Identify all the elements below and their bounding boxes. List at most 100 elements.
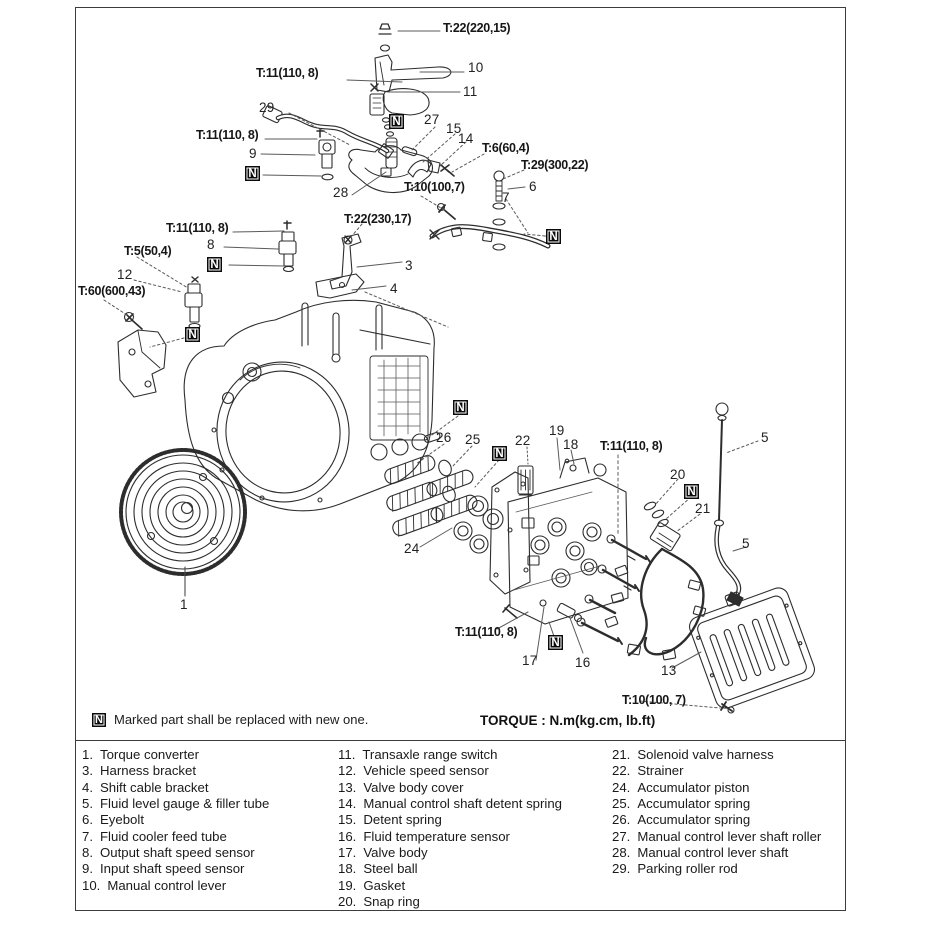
part-name: Accumulator spring <box>637 812 751 828</box>
parts-list-item: 18.Steel ball <box>338 861 562 877</box>
fluid-level-gauge-drawing <box>713 402 744 607</box>
part-name: Parking roller rod <box>637 861 738 877</box>
vehicle-speed-sensor-drawing <box>184 276 203 330</box>
legend-note: Marked part shall be replaced with new o… <box>114 712 369 727</box>
part-number-label: 10 <box>468 60 484 75</box>
part-number: 16. <box>338 828 357 844</box>
leader-lines <box>103 30 759 709</box>
parts-list-item: 10.Manual control lever <box>82 878 269 894</box>
new-part-marker: N <box>453 400 468 415</box>
part-number: 25. <box>612 796 631 812</box>
part-number: 12. <box>338 763 357 779</box>
part-number-label: 5 <box>761 430 769 445</box>
accumulator-springs-drawing <box>384 432 504 554</box>
part-number: 27. <box>612 828 631 844</box>
part-name: Manual control shaft detent spring <box>363 796 563 812</box>
part-name: Fluid cooler feed tube <box>100 828 227 844</box>
part-name: Valve body <box>363 845 428 861</box>
torque-callout: T:11(110, 8) <box>256 66 319 80</box>
part-name: Fluid temperature sensor <box>363 828 510 844</box>
part-name: Input shaft speed sensor <box>100 861 245 877</box>
part-number-label: 13 <box>661 663 677 678</box>
torque-callout: T:22(230,17) <box>344 212 412 226</box>
part-number: 6. <box>82 812 93 828</box>
parts-list-item: 19. Gasket <box>338 878 562 894</box>
part-number: 14. <box>338 796 357 812</box>
part-number-label: 27 <box>424 112 440 127</box>
torque-callout: T:5(50,4) <box>124 244 172 258</box>
part-number-label: 17 <box>522 653 538 668</box>
pan-bolt-drawing <box>720 701 735 714</box>
part-number-label: 22 <box>515 433 531 448</box>
snap-ring-drawing <box>643 501 669 528</box>
gasket-drawing <box>489 471 531 595</box>
part-name: Detent spring <box>363 812 442 828</box>
input-shaft-speed-sensor-drawing <box>316 127 336 181</box>
new-part-marker: N <box>185 327 200 342</box>
part-number-label: 24 <box>404 541 420 556</box>
part-number-label: 1 <box>180 597 188 612</box>
torque-callout: T:29(300,22) <box>521 158 589 172</box>
part-number: 1. <box>82 747 93 762</box>
torque-callout: T:11(110, 8) <box>600 439 663 453</box>
part-name: Harness bracket <box>100 763 197 779</box>
part-name: Transaxle range switch <box>362 747 498 762</box>
part-number: 21. <box>612 747 631 762</box>
torque-callout: T:11(110, 8) <box>166 221 229 235</box>
part-name: Strainer <box>637 763 684 779</box>
part-number: 3. <box>82 763 93 779</box>
part-name: Shift cable bracket <box>100 779 209 795</box>
parts-list-item: 27.Manual control lever shaft roller <box>612 829 821 845</box>
legend-n-symbol: N <box>92 712 106 727</box>
new-part-marker: N <box>684 484 699 499</box>
torque-converter-drawing <box>119 448 247 597</box>
parts-list-item: 24.Accumulator piston <box>612 780 821 796</box>
part-number-label: 28 <box>333 185 349 200</box>
parts-list-item: 8.Output shaft speed sensor <box>82 845 269 861</box>
part-number: 10. <box>82 877 101 893</box>
parts-list-item: 5.Fluid level gauge & filler tube <box>82 796 269 812</box>
part-number: 28. <box>612 845 631 861</box>
parts-list-item: 11.Transaxle range switch <box>338 747 562 763</box>
part-number-label: 8 <box>207 237 215 252</box>
part-number-label: 4 <box>390 281 398 296</box>
part-number-label: 21 <box>695 501 711 516</box>
parts-list-item: 29.Parking roller rod <box>612 861 821 877</box>
part-number-label: 26 <box>436 430 452 445</box>
part-number: 4. <box>82 779 93 795</box>
part-name: Torque converter <box>100 747 199 762</box>
part-name: Gasket <box>363 877 406 893</box>
part-number: 26. <box>612 812 631 828</box>
parts-list-item: 20.Snap ring <box>338 894 562 910</box>
parts-list-item: 4. Shift cable bracket <box>82 780 269 796</box>
parking-roller-rod-drawing <box>262 105 394 159</box>
part-number-label: 6 <box>529 179 537 194</box>
new-part-marker: N <box>245 166 260 181</box>
parts-list-item: 28.Manual control lever shaft <box>612 845 821 861</box>
part-number-label: 3 <box>405 258 413 273</box>
part-number-label: 20 <box>670 467 686 482</box>
part-number-label: 15 <box>446 121 462 136</box>
parts-list-item: 22.Strainer <box>612 763 821 779</box>
torque-callout: T:10(100, 7) <box>622 693 686 707</box>
legend-row: N Marked part shall be replaced with new… <box>92 712 368 727</box>
output-shaft-speed-sensor-drawing <box>278 220 297 273</box>
valve-body-bolts-drawing <box>576 534 651 645</box>
part-number-label: 29 <box>259 100 275 115</box>
parts-list-item: 16. Fluid temperature sensor <box>338 829 562 845</box>
part-number: 20. <box>338 894 357 910</box>
lever-shaft-roller-drawing <box>401 146 455 178</box>
part-number: 19. <box>338 877 357 893</box>
parts-list-item: 12.Vehicle speed sensor <box>338 763 562 779</box>
harness-bracket-drawing <box>329 233 362 290</box>
torque-callout: T:22(220,15) <box>443 21 511 35</box>
part-number: 18. <box>338 861 357 877</box>
torque-callout: T:60(600,43) <box>78 284 146 298</box>
parts-list-item: 3. Harness bracket <box>82 763 269 779</box>
part-number-label: 5 <box>742 536 750 551</box>
part-number-label: 7 <box>502 190 510 205</box>
part-number: 15. <box>338 812 357 828</box>
